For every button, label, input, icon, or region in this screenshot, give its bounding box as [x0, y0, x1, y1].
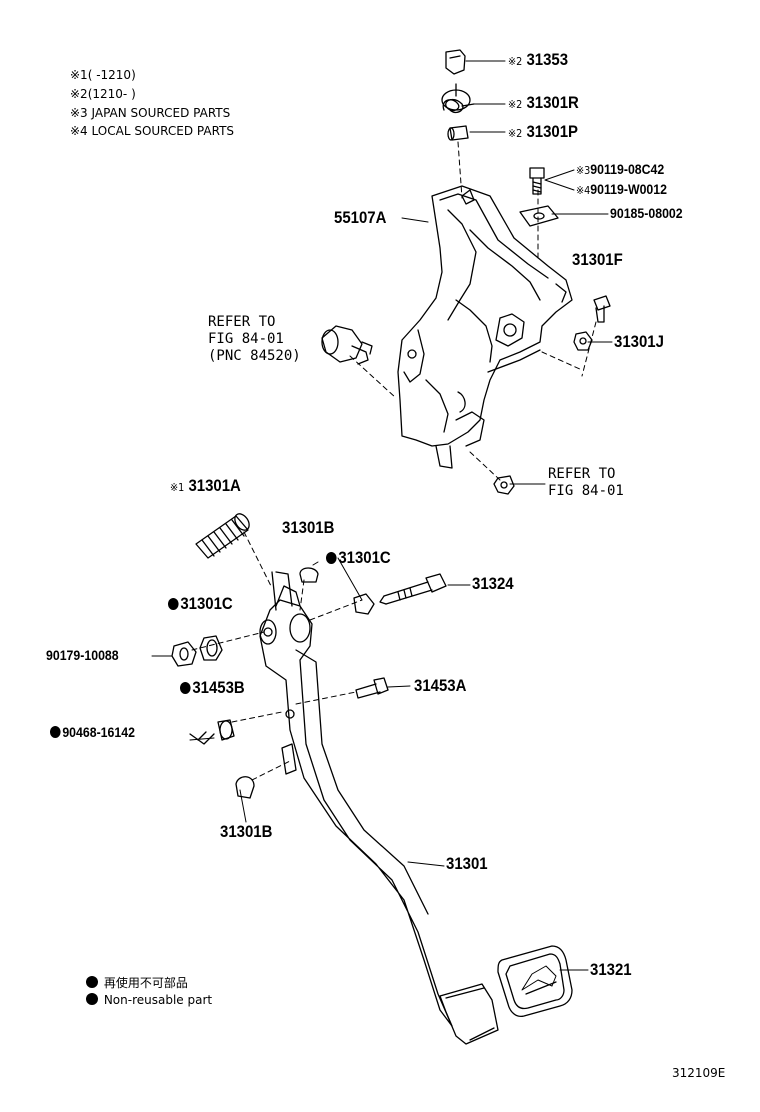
ref-nut: REFER TO FIG 84-01 — [548, 466, 624, 499]
label-55107A: 55107A — [334, 208, 387, 227]
label-31453B: 31453B — [180, 678, 245, 698]
clip-31353 — [445, 49, 466, 75]
non-reusable-dot — [180, 682, 191, 694]
collar-31301C-right — [353, 593, 375, 615]
label-31353: ※2 31353 — [508, 50, 569, 69]
label-31324: 31324 — [472, 574, 514, 593]
non-reusable-dot — [168, 598, 179, 610]
collar-31301C-left — [199, 635, 223, 661]
pad-cover-31321 — [497, 945, 573, 1018]
stop-lamp-switch — [321, 325, 373, 365]
non-reusable-dot — [326, 552, 337, 564]
pedal-pad — [439, 983, 499, 1045]
label-31301P: ※2 31301P — [508, 122, 579, 141]
label-31453A: 31453A — [414, 676, 467, 695]
label-31301J: 31301J — [614, 332, 664, 351]
label-90179-10088: 90179-10088 — [46, 647, 119, 663]
cushion-31301B-bottom — [235, 776, 255, 799]
bushing-31301P — [447, 125, 469, 141]
ref-switch: REFER TO FIG 84-01 (PNC 84520) — [208, 314, 301, 364]
label-90119-W0012: ※490119-W0012 — [576, 181, 667, 197]
pedal-arm-31301 — [259, 571, 453, 1027]
label-31301F: 31301F — [572, 250, 623, 269]
note-3: ※3 JAPAN SOURCED PARTS — [70, 106, 231, 120]
pin-31453A — [355, 677, 389, 699]
bolt-90119 — [529, 167, 545, 195]
nut-plate-90185 — [519, 205, 559, 227]
label-90185-08002: 90185-08002 — [610, 205, 683, 221]
bolt-31324 — [379, 573, 447, 605]
non-reusable-dot — [86, 993, 98, 1005]
label-31301: 31301 — [446, 854, 488, 873]
label-31301B-bottom: 31301B — [220, 822, 273, 841]
note-1: ※1( -1210) — [70, 68, 136, 82]
label-31301R: ※2 31301R — [508, 93, 579, 112]
spring-31301R — [441, 83, 475, 114]
label-90468-16142: 90468-16142 — [50, 724, 135, 740]
label-31301C-right: 31301C — [326, 548, 391, 568]
label-31301C-left: 31301C — [168, 594, 233, 614]
label-31321: 31321 — [590, 960, 632, 979]
nut-lower — [493, 475, 515, 495]
non-reusable-dot — [86, 976, 98, 988]
figure-code: 312109E — [672, 1066, 726, 1080]
nut-90179 — [171, 641, 197, 667]
cushion-31301B-top — [299, 567, 319, 583]
spring-31301A — [195, 513, 250, 559]
bushing-31453B — [217, 719, 235, 741]
bracket-55107A — [397, 185, 573, 469]
assembly-dashes — [191, 141, 597, 781]
label-31301B-top: 31301B — [282, 518, 335, 537]
note-2: ※2(1210- ) — [70, 87, 136, 101]
clip-90468 — [189, 731, 215, 745]
note-4: ※4 LOCAL SOURCED PARTS — [70, 124, 235, 138]
label-90119-08C42: ※390119-08C42 — [576, 161, 665, 177]
bolt-31301F — [593, 295, 611, 323]
label-31301A: ※1 31301A — [170, 476, 241, 495]
nut-31301J — [573, 331, 593, 351]
legend-jp: 再使用不可部品 — [86, 974, 188, 991]
non-reusable-dot — [50, 726, 61, 738]
legend-en: Non-reusable part — [86, 993, 212, 1007]
